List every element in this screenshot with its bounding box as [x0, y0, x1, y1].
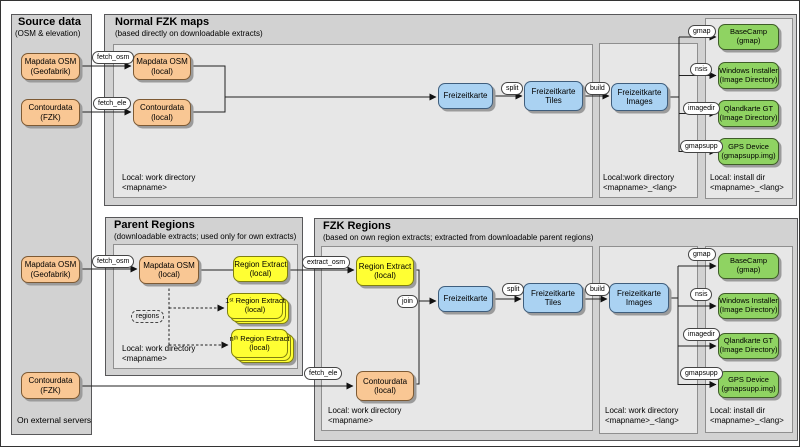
node-freizeitkarte-images-fzk: Freizeitkarte Images — [609, 283, 669, 313]
node-freizeitkarte-tiles-normal: Freizeitkarte Tiles — [524, 81, 583, 111]
node-mapdata-osm-source-top: Mapdata OSM (Geofabrik) — [21, 53, 80, 80]
label-fetch-ele-fzk: fetch_ele — [304, 367, 343, 380]
node-gps-device-normal: GPS Device (gmapsupp.img) — [718, 138, 779, 165]
label-build-normal: build — [585, 82, 610, 95]
label-gmap-normal: gmap — [688, 25, 716, 38]
label-fetch-ele-top: fetch_ele — [93, 97, 132, 110]
source-section-title: Source data — [18, 16, 81, 28]
label-fetch-osm-parent: fetch_osm — [92, 255, 135, 268]
label-gmap-fzk: gmap — [688, 248, 716, 261]
label-join: join — [397, 295, 418, 308]
label-imagedir-normal: imagedir — [683, 102, 720, 115]
source-section-footer: On external servers — [17, 415, 92, 425]
parent-section-subtitle: (downloadable extracts; used only for ow… — [114, 232, 297, 241]
normal-workdir-box — [113, 44, 593, 198]
node-contourdata-local-fzk: Contourdata (local) — [356, 371, 414, 401]
node-contourdata-source-bottom: Contourdata (FZK) — [21, 372, 80, 399]
label-fetch-osm-top: fetch_osm — [92, 51, 135, 64]
parent-workdir-caption: Local: work directory <mapname> — [122, 344, 196, 364]
node-freizeitkarte-fzk: Freizeitkarte — [438, 286, 493, 312]
node-basecamp-normal: BaseCamp (gmap) — [718, 24, 779, 50]
node-contourdata-local-normal: Contourdata (local) — [133, 99, 191, 126]
node-mapdata-local-normal: Mapdata OSM (local) — [133, 53, 191, 80]
node-region-extract-parent: Region Extract (local) — [233, 256, 288, 282]
normal-workdir-lang-box — [599, 43, 698, 198]
node-mapdata-local-parent: Mapdata OSM (local) — [139, 256, 199, 284]
fzk-workdir-caption: Local: work directory <mapname> — [328, 406, 402, 426]
label-nsis-normal: nsis — [690, 63, 713, 76]
normal-workdir-lang-caption: Local:work directory <mapname>_<lang> — [603, 173, 677, 193]
node-region-extract-nth-stack: nᵗʰ Region Extract (local) — [230, 329, 294, 363]
label-gmapsupp-normal: gmapsupp — [680, 140, 723, 153]
node-region-extract-nth: nᵗʰ Region Extract (local) — [230, 329, 289, 358]
node-region-extract-1st-stack: 1ˢᵗ Region Extract (local) — [225, 293, 289, 324]
fzk-section-title: FZK Regions — [323, 220, 391, 232]
normal-section-title: Normal FZK maps — [115, 16, 210, 28]
source-section-subtitle: (OSM & elevation) — [15, 29, 81, 38]
label-nsis-fzk: nsis — [690, 288, 713, 301]
label-split-normal: split — [501, 82, 524, 95]
node-gps-device-fzk: GPS Device (gmapsupp.img) — [718, 371, 779, 398]
label-split-fzk: split — [502, 283, 525, 296]
section-source-data — [11, 14, 92, 435]
label-imagedir-fzk: imagedir — [683, 328, 720, 341]
fzk-workdir-lang-box — [599, 246, 698, 434]
node-freizeitkarte-images-normal: Freizeitkarte Images — [611, 83, 668, 111]
node-freizeitkarte-tiles-fzk: Freizeitkarte Tiles — [523, 283, 583, 313]
node-basecamp-fzk: BaseCamp (gmap) — [718, 253, 779, 279]
node-freizeitkarte-normal: Freizeitkarte — [438, 83, 493, 109]
normal-workdir-caption: Local: work directory <mapname> — [122, 173, 196, 193]
node-mapdata-osm-source-bottom: Mapdata OSM (Geofabrik) — [21, 256, 80, 283]
label-gmapsupp-fzk: gmapsupp — [680, 367, 723, 380]
node-qlandkarte-fzk: Qlandkarte GT (Image Directory) — [718, 333, 779, 359]
normal-installdir-caption: Local: install dir <mapname>_<lang> — [710, 173, 784, 193]
fzk-section-subtitle: (based on own region extracts; extracted… — [323, 233, 594, 242]
label-build-fzk: build — [585, 283, 610, 296]
parent-section-title: Parent Regions — [114, 219, 195, 231]
node-qlandkarte-normal: Qlandkarte GT (Image Directory) — [718, 100, 779, 127]
normal-section-subtitle: (based directly on downloadable extracts… — [115, 29, 263, 38]
label-extract-osm: extract_osm — [302, 256, 351, 269]
fzk-installdir-caption: Local: install dir <mapname>_<lang> — [710, 406, 784, 426]
node-windows-installer-fzk: Windows Installer (Image Directory) — [718, 293, 779, 319]
label-regions: regions — [131, 310, 164, 323]
node-windows-installer-normal: Windows Installer (Image Directory) — [718, 62, 779, 89]
node-contourdata-source-top: Contourdata (FZK) — [21, 99, 80, 126]
node-region-extract-1st: 1ˢᵗ Region Extract (local) — [225, 293, 285, 319]
node-region-extract-fzk: Region Extract (local) — [356, 256, 414, 286]
fzk-workdir-lang-caption: Local: work directory <mapname>_<lang> — [605, 406, 679, 426]
